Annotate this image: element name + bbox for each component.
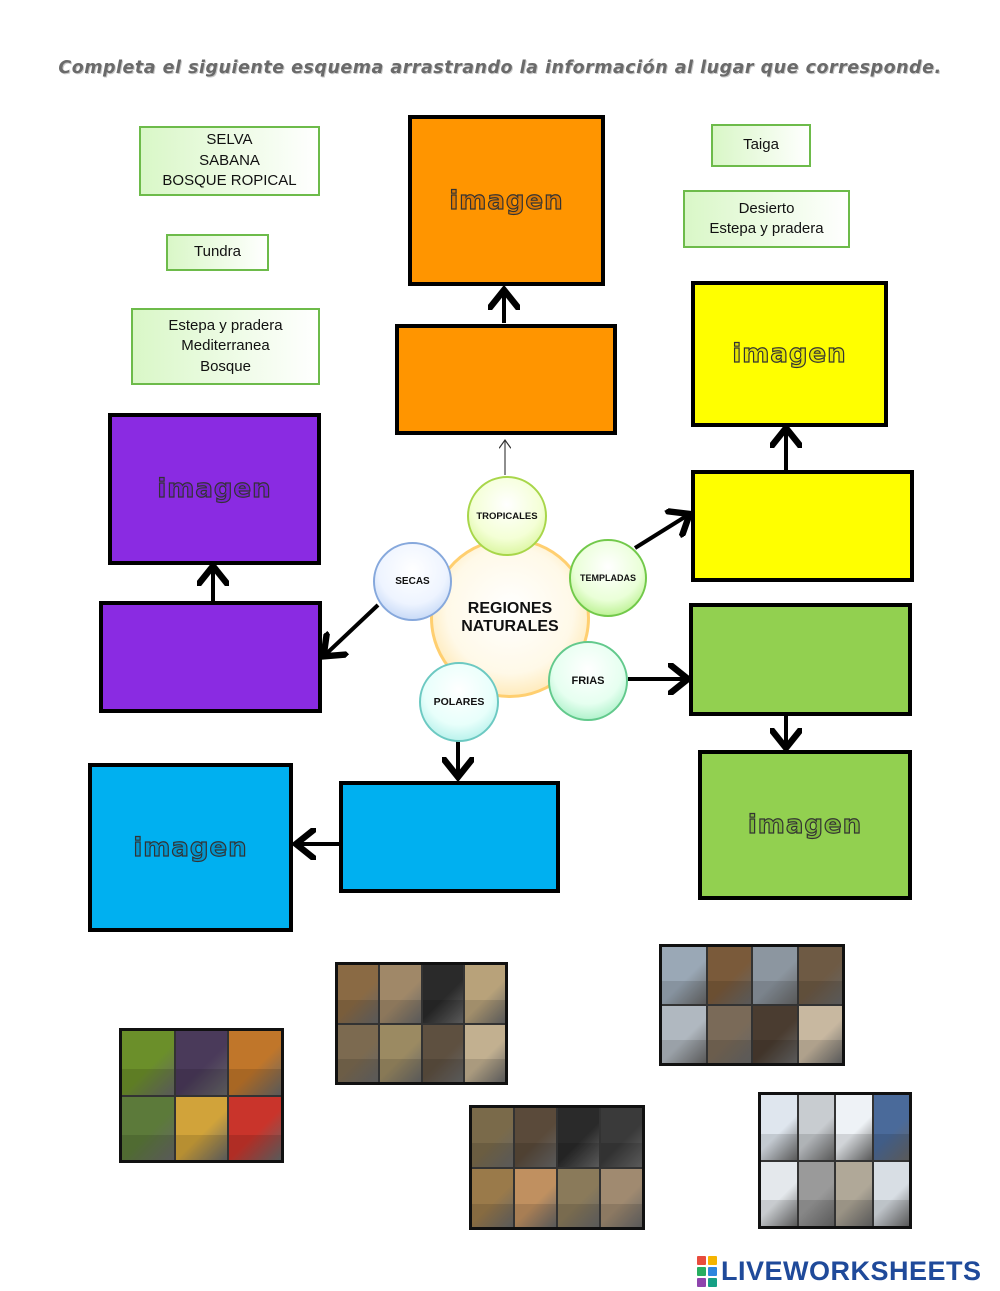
chip-line: SABANA (199, 151, 260, 169)
animal-photo-tile (515, 1168, 556, 1227)
text-drop-zone-templadas[interactable] (691, 470, 914, 582)
bubble-templadas: TEMPLADAS (569, 539, 647, 617)
image-placeholder-label: imagen (732, 338, 847, 369)
liveworksheets-logo: LIVEWORKSHEETS (697, 1254, 982, 1288)
image-drop-zone-tropicales[interactable]: imagen (408, 115, 605, 286)
image-placeholder-label: imagen (747, 809, 863, 840)
animal-photo-tile (472, 1168, 513, 1227)
animal-photo-tile (662, 947, 706, 1004)
image-placeholder-label: imagen (133, 832, 248, 863)
animal-photo-tile (338, 1024, 379, 1082)
animal-photo-tile (873, 1095, 909, 1160)
animal-photo-tile (122, 1096, 174, 1160)
animal-photo-tile (836, 1095, 872, 1160)
chip-taiga[interactable]: Taiga (711, 124, 811, 167)
animal-photo-tile (798, 947, 842, 1004)
desert-animals-photo[interactable] (335, 962, 508, 1085)
chip-templadas[interactable]: Estepa y pradera Mediterranea Bosque (131, 308, 320, 385)
animal-photo-tile (229, 1031, 281, 1095)
bubble-label: FRIAS (571, 675, 605, 687)
bubble-frias: FRIAS (548, 641, 628, 721)
animal-photo-tile (175, 1096, 228, 1160)
animal-photo-tile (229, 1096, 281, 1160)
instruction-text: Completa el siguiente esquema arrastrand… (58, 58, 942, 78)
animal-photo-tile (464, 1024, 505, 1082)
animal-photo-tile (338, 965, 379, 1023)
animal-photo-tile (515, 1108, 556, 1167)
animal-photo-tile (798, 1161, 834, 1226)
animal-photo-tile (761, 1095, 797, 1160)
animal-photo-tile (122, 1031, 174, 1095)
bubble-secas: SECAS (373, 542, 452, 621)
liveworksheets-logo-icon (697, 1255, 717, 1287)
animal-photo-tile (662, 1006, 706, 1063)
animal-photo-tile (753, 1006, 797, 1063)
chip-line: Bosque (200, 357, 251, 375)
tropical-animals-photo[interactable] (119, 1028, 284, 1163)
animal-photo-tile (798, 1006, 842, 1063)
animal-photo-tile (472, 1108, 513, 1167)
animal-photo-tile (464, 965, 505, 1023)
chip-line: BOSQUE ROPICAL (162, 172, 297, 190)
animal-photo-tile (707, 1006, 751, 1063)
text-drop-zone-tropicales[interactable] (395, 324, 617, 435)
animal-photo-tile (707, 947, 751, 1004)
taiga-animals-photo[interactable] (659, 944, 845, 1066)
animal-photo-tile (422, 1024, 463, 1082)
animal-photo-tile (798, 1095, 834, 1160)
text-drop-zone-secas[interactable] (99, 601, 322, 713)
bubble-tropicales: TROPICALES (467, 476, 547, 556)
bubble-label: TEMPLADAS (580, 573, 636, 583)
animal-photo-tile (380, 965, 421, 1023)
animal-photo-tile (380, 1024, 421, 1082)
chip-tundra[interactable]: Tundra (166, 234, 269, 271)
arrow-secas (325, 603, 380, 655)
chip-line: Taiga (743, 136, 779, 154)
image-drop-zone-templadas[interactable]: imagen (691, 281, 888, 427)
chip-line: Mediterranea (181, 337, 270, 355)
text-drop-zone-polares[interactable] (339, 781, 560, 893)
image-placeholder-label: imagen (449, 185, 564, 216)
center-title-line1: REGIONES (467, 600, 553, 617)
liveworksheets-logo-text: LIVEWORKSHEETS (721, 1255, 982, 1286)
animal-photo-tile (558, 1168, 599, 1227)
image-drop-zone-frias[interactable]: imagen (698, 750, 912, 900)
image-drop-zone-secas[interactable]: imagen (108, 413, 321, 565)
bubble-label: SECAS (395, 576, 430, 587)
animal-photo-tile (422, 965, 463, 1023)
animal-photo-tile (873, 1161, 909, 1226)
animal-photo-tile (601, 1168, 642, 1227)
animal-photo-tile (753, 947, 797, 1004)
bubble-label: TROPICALES (476, 510, 538, 522)
animal-photo-tile (761, 1161, 797, 1226)
arrow-templadas (633, 515, 688, 550)
image-drop-zone-polares[interactable]: imagen (88, 763, 293, 932)
center-title-line2: NATURALES (461, 618, 559, 635)
bubble-polares: POLARES (419, 662, 499, 742)
chip-line: Estepa y pradera (168, 316, 283, 334)
chip-tropical[interactable]: SELVA SABANA BOSQUE ROPICAL (139, 126, 320, 196)
animal-photo-tile (601, 1108, 642, 1167)
image-placeholder-label: imagen (157, 473, 272, 504)
animal-photo-tile (558, 1108, 599, 1167)
chip-line: Desierto (738, 199, 795, 217)
chip-line: Tundra (194, 243, 241, 261)
chip-line: SELVA (206, 131, 253, 149)
text-drop-zone-frias[interactable] (689, 603, 912, 716)
grassland-animals-photo[interactable] (469, 1105, 645, 1230)
animal-photo-tile (836, 1161, 872, 1226)
animal-photo-tile (175, 1031, 228, 1095)
polar-animals-photo[interactable] (758, 1092, 912, 1229)
bubble-label: POLARES (433, 696, 485, 708)
chip-secas[interactable]: Desierto Estepa y pradera (683, 190, 850, 248)
chip-line: Estepa y pradera (709, 220, 824, 237)
